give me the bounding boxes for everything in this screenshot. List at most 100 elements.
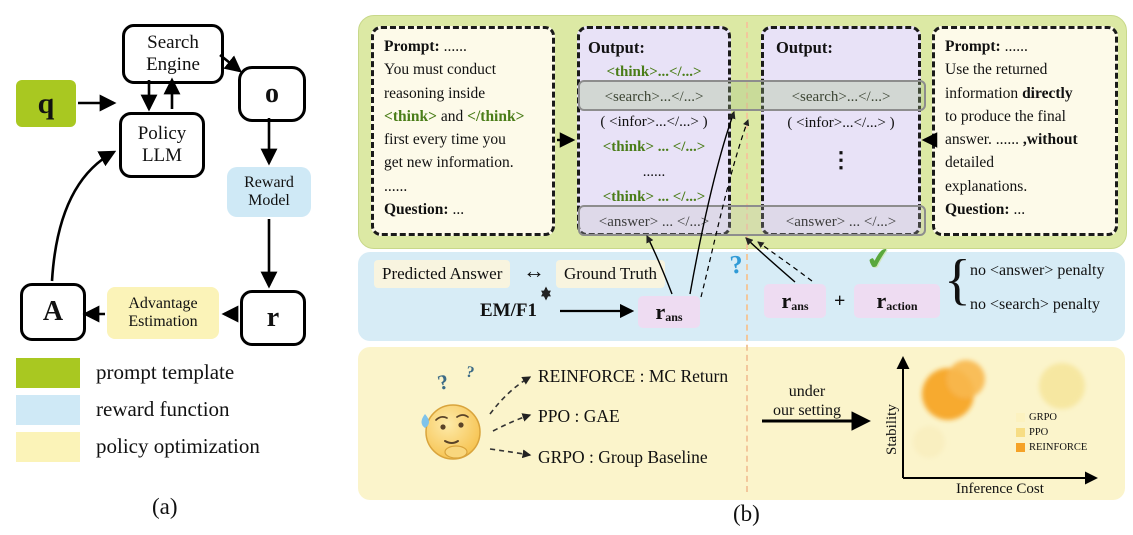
output-right-head: Output: <box>776 38 833 57</box>
r-ans-2-base: r <box>781 288 792 313</box>
penalty-search: no <search> penalty <box>970 296 1100 313</box>
metric-em-f1: EM/F1 <box>480 300 537 321</box>
prompt-right-line2a: information <box>945 84 1023 102</box>
node-A: A <box>20 283 86 341</box>
node-advantage-estimation: Advantage Estimation <box>107 287 219 339</box>
divider-dashed-line <box>746 22 748 492</box>
prompt-right-line4b: ,without <box>1022 131 1078 148</box>
prompt-left-line4: first every time you <box>384 131 506 148</box>
mini-chart-xlabel: Inference Cost <box>956 481 1044 497</box>
mini-legend-grpo: GRPO <box>1016 410 1087 425</box>
output-left-head: Output: <box>588 38 645 57</box>
output-left-think3: <think> ... </...> <box>602 189 706 205</box>
under-our-setting: under our setting <box>755 382 859 420</box>
prompt-right-line1: Use the returned <box>945 61 1048 79</box>
output-box-left: Output: <think>...</...> <search>...</..… <box>577 26 731 236</box>
node-o: o <box>238 66 306 122</box>
brace: { <box>944 249 971 311</box>
node-search-engine-label: Search Engine <box>146 32 200 75</box>
r-ans-2-sub: ans <box>791 298 809 313</box>
node-o-label: o <box>265 78 279 109</box>
node-q: q <box>16 80 76 127</box>
prompt-right-line6: explanations. <box>945 177 1028 195</box>
prompt-right-head: Prompt: ...... <box>945 35 1105 58</box>
prompt-left-head: Prompt: ...... <box>384 35 542 58</box>
arrow-A-to-policy <box>50 150 117 282</box>
prompt-right-head-label: Prompt: <box>945 38 1001 55</box>
legend-label-prompt-template: prompt template <box>96 360 235 384</box>
node-r-label: r <box>266 302 280 333</box>
output-left-think1: <think>...</...> <box>606 64 702 80</box>
thinking-face-icon <box>421 404 481 460</box>
output-left-answer: <answer> ... </...> <box>598 214 710 230</box>
mini-chart-ylabel: Stability <box>884 404 900 455</box>
prompt-left-line2: reasoning inside <box>384 84 486 102</box>
legend-swatch-policy-optimization <box>16 432 80 462</box>
compare-arrow: ↔ <box>523 258 545 283</box>
prompt-right-head-rest: ...... <box>1000 38 1028 55</box>
prompt-left-line5: get new information. <box>384 154 514 172</box>
mini-legend-ppo: PPO <box>1016 425 1087 440</box>
checkmark-icon: ✔ <box>863 241 894 278</box>
output-left-think2: <think> ... </...> <box>602 139 706 155</box>
output-left-search: <search>...</...> <box>604 89 704 105</box>
label-grpo: GRPO : Group Baseline <box>538 447 708 467</box>
prompt-right-line5: detailed <box>945 154 995 172</box>
reinforce-legend-label: REINFORCE <box>1029 442 1088 453</box>
legend-swatch-prompt-template <box>16 358 80 388</box>
grpo-swatch <box>1016 413 1025 422</box>
prompt-right-line4: answer. ...... ,without <box>945 128 1105 151</box>
prompt-left-line1: You must conduct <box>384 61 497 79</box>
label-reinforce: REINFORCE : MC Return <box>538 366 729 386</box>
r-ans-sub: ans <box>665 309 683 324</box>
prompt-right-question-rest: ... <box>1009 200 1026 218</box>
r-action-sub: action <box>886 298 918 313</box>
node-policy-llm-label: Policy LLM <box>137 123 187 166</box>
r-ans-base: r <box>655 299 666 324</box>
penalty-answer: no <answer> penalty <box>970 262 1105 279</box>
section-policy-optimization <box>358 347 1125 500</box>
output-box-right: Output: <search>...</...> ( <infor>...</… <box>761 26 921 236</box>
prompt-right-line4a: answer. ...... <box>945 131 1023 148</box>
legend-label-reward-function: reward function <box>96 397 230 421</box>
prompt-left-line3-mid: and <box>437 107 468 125</box>
node-policy-llm: Policy LLM <box>119 112 205 178</box>
node-q-label: q <box>37 86 55 120</box>
ppo-legend-label: PPO <box>1029 427 1049 438</box>
output-right-search: <search>...</...> <box>791 89 891 105</box>
node-reward-model-label: Reward Model <box>244 173 294 209</box>
prompt-right-question-label: Question: <box>945 200 1010 218</box>
caption-a: (a) <box>152 494 178 519</box>
under-line1: under <box>788 383 826 400</box>
output-left-infor: ( <infor>...</...> ) <box>600 114 708 130</box>
grpo-legend-label: GRPO <box>1029 412 1058 423</box>
prompt-box-right: Prompt: ...... Use the returned informat… <box>932 26 1118 236</box>
ground-truth-box: Ground Truth <box>556 260 666 288</box>
prompt-left-question-label: Question: <box>384 200 449 218</box>
under-line2: our setting <box>773 402 841 420</box>
prompt-right-line3: to produce the final <box>945 107 1066 125</box>
output-right-answer: <answer> ... </...> <box>785 214 897 230</box>
prompt-left-head-label: Prompt: <box>384 38 440 55</box>
plus-sign: + <box>834 290 846 312</box>
prompt-box-left: Prompt: ...... You must conduct reasonin… <box>371 26 555 236</box>
prompt-left-line3: <think> and </think> <box>384 105 542 128</box>
ground-truth-label: Ground Truth <box>564 264 658 283</box>
prompt-right-line2: information directly <box>945 82 1105 105</box>
predicted-answer-label: Predicted Answer <box>382 264 503 283</box>
ppo-swatch <box>1016 428 1025 437</box>
output-right-vdots: ⋮ <box>830 147 852 172</box>
node-advantage-estimation-label: Advantage Estimation <box>128 294 198 330</box>
prompt-right-line2b: directly <box>1022 84 1073 102</box>
output-right-infor: ( <infor>...</...> ) <box>787 115 895 131</box>
legend-label-policy-optimization: policy optimization <box>96 434 260 458</box>
mini-legend-reinforce: REINFORCE <box>1016 440 1087 455</box>
prompt-left-head-rest: ...... <box>439 38 467 55</box>
node-reward-model: Reward Model <box>227 167 311 217</box>
prompt-left-question-rest: ... <box>448 200 465 218</box>
node-A-label: A <box>42 296 64 327</box>
